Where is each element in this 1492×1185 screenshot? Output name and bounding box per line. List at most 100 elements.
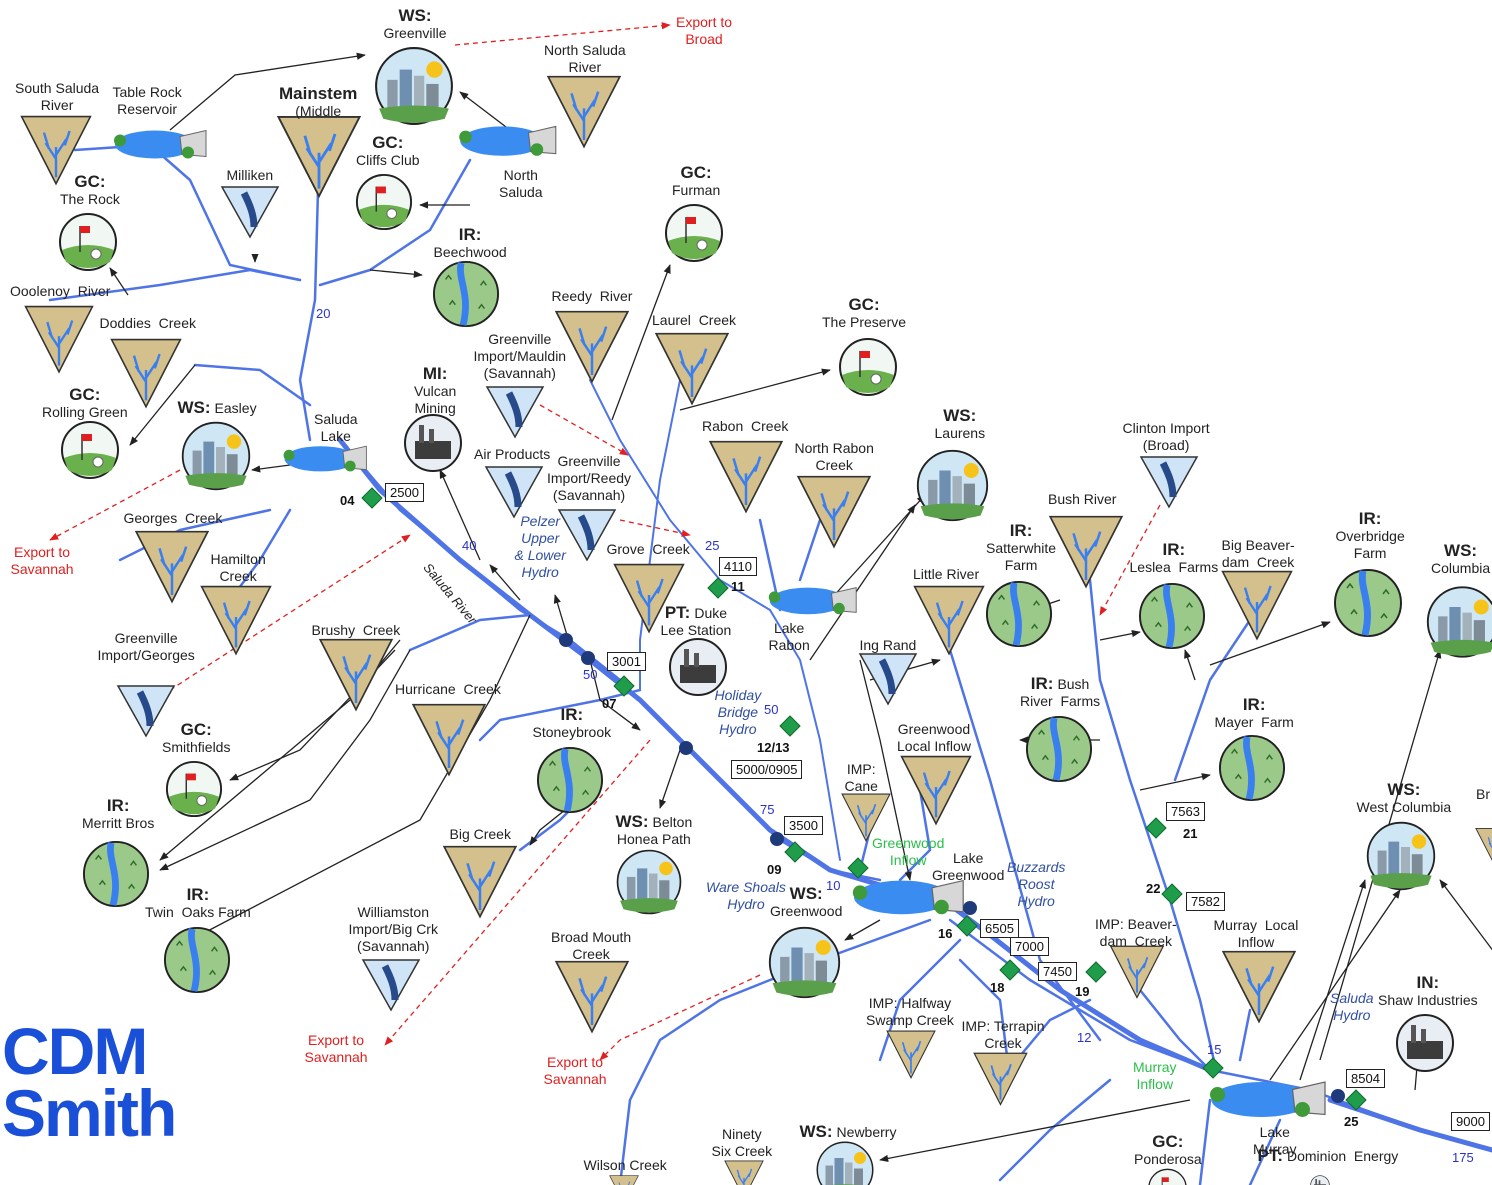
label-type: GC: [180, 720, 212, 739]
label-text: IMP: Halfway Swamp Creek [866, 995, 954, 1028]
label-lake-murray: Lake Murray [1253, 1124, 1297, 1158]
label-text: Bush River Farms [1020, 676, 1101, 709]
label-type: IR: [1358, 509, 1382, 528]
label-text: Twin Oaks Farm [145, 904, 251, 920]
node-number: 04 [340, 493, 355, 508]
label-text: Saluda Lake [314, 411, 358, 444]
label-ir-mayer: IR:Mayer Farm [1215, 695, 1294, 731]
label-text: Greenville Import/Reedy (Savannah) [547, 453, 632, 503]
label-type: GC: [372, 133, 404, 152]
label-ir-twin-oaks: IR:Twin Oaks Farm [145, 885, 251, 921]
label-type: IR: [560, 705, 584, 724]
label-ws-west-columbia: WS:West Columbia [1357, 780, 1452, 816]
label-text: Clinton Import (Broad) [1122, 420, 1210, 453]
label-north-rabon: North Rabon Creek [795, 440, 874, 474]
label-text: Export to Savannah [10, 544, 74, 577]
node-number: 22 [1146, 881, 1161, 896]
label-saluda-hydro: Saluda Hydro [1330, 990, 1374, 1024]
label-ir-stoneybrook: IR:Stoneybrook [533, 705, 612, 741]
label-pelzer: Pelzer Upper & Lower Hydro [515, 513, 566, 581]
label-text: The Rock [60, 191, 120, 207]
label-air-products: Air Products [474, 446, 550, 463]
gauge-id-box: 8504 [1346, 1069, 1385, 1088]
label-greenwood-inflow: Greenwood Inflow [872, 835, 944, 869]
label-text: Export to Savannah [304, 1032, 368, 1065]
node-number: 12/13 [757, 740, 790, 755]
segment-number: 50 [764, 702, 779, 717]
gauge-id-box: 4110 [719, 557, 757, 576]
label-text: Reedy River [551, 288, 633, 304]
label-mainstem: Mainstem(Middle [279, 84, 357, 120]
label-ninety-six: Ninety Six Creek [712, 1126, 773, 1160]
label-text: Doddies Creek [99, 315, 197, 331]
label-type: GC: [680, 163, 712, 182]
label-georges-creek: Georges Creek [124, 510, 223, 527]
label-bush-river: Bush River [1048, 491, 1116, 508]
label-text: Greenwood [770, 903, 843, 919]
label-text: Williamston Import/Big Crk (Savannah) [348, 904, 438, 954]
segment-number: 50 [583, 667, 598, 682]
label-text: Easley [214, 400, 257, 416]
hydro-dams [559, 633, 1345, 1103]
label-greenwood-local: Greenwood Local Inflow [897, 721, 971, 755]
label-greenville-reedy: Greenville Import/Reedy (Savannah) [547, 453, 631, 504]
label-type: IR: [1162, 540, 1186, 559]
label-text: Rabon Creek [702, 418, 789, 434]
label-north-saluda-river: North Saluda River [544, 42, 626, 76]
label-gc-smithfields: GC:Smithfields [162, 720, 230, 756]
label-lake-greenwood: Lake Greenwood [932, 850, 1004, 884]
label-grove-creek: Grove Creek [607, 541, 690, 558]
label-type: WS: [615, 812, 649, 831]
label-type: WS: [1387, 780, 1421, 799]
label-big-beaverdam: Big Beaver- dam Creek [1222, 537, 1295, 571]
logo-line-1: CDM [2, 1014, 148, 1088]
gauge-id-box: 7563 [1166, 802, 1205, 821]
label-text: Export to Broad [676, 14, 733, 47]
label-type: GC: [74, 172, 106, 191]
cdm-smith-logo: CDM Smith [2, 1014, 177, 1146]
label-text: Satterwhite Farm [986, 540, 1057, 573]
label-text: Cliffs Club [356, 152, 420, 168]
label-text: Beechwood [433, 244, 507, 260]
label-text: Columbia [1431, 560, 1491, 576]
label-table-rock: Table Rock Reservoir [113, 84, 182, 118]
gauge-id-box: 7450 [1038, 962, 1077, 981]
node-number: 18 [990, 980, 1005, 995]
label-text: Ninety Six Creek [711, 1126, 773, 1159]
label-text: The Preserve [822, 314, 907, 330]
label-text: Ing Rand [859, 637, 917, 653]
gauge-id-box: 3500 [784, 816, 823, 835]
label-text: Ooolenoy River [10, 283, 111, 299]
label-buzzards-roost: Buzzards Roost Hydro [1007, 859, 1065, 910]
segment-number: 10 [826, 878, 841, 893]
label-doddies: Doddies Creek [100, 315, 197, 332]
label-text: Wilson Creek [583, 1157, 667, 1173]
label-text: Leslea Farms [1129, 559, 1219, 575]
label-type: Mainstem [279, 84, 358, 103]
label-milliken: Milliken [227, 167, 274, 184]
label-type: IR: [458, 225, 482, 244]
label-text: Greenwood Local Inflow [897, 721, 971, 754]
label-text: Buzzards Roost Hydro [1007, 859, 1066, 909]
label-text: Merritt Bros [82, 815, 155, 831]
node-number: 09 [767, 862, 782, 877]
segment-number: 25 [705, 538, 720, 553]
label-ir-beechwood: IR:Beechwood [434, 225, 507, 261]
label-text: Lake Greenwood [932, 850, 1005, 883]
label-text: Smithfields [162, 739, 231, 755]
node-number: 19 [1075, 984, 1090, 999]
label-text: Br [1476, 786, 1490, 802]
label-gc-ponderosa: GC:Ponderosa [1134, 1132, 1202, 1168]
label-text: Vulcan Mining [414, 383, 457, 416]
label-text: Big Creek [449, 826, 511, 842]
node-number: 07 [602, 696, 617, 711]
label-text: Newberry [836, 1124, 897, 1140]
label-text: West Columbia [1356, 799, 1452, 815]
label-ws-greenville: WS:Greenville [384, 6, 447, 42]
label-text: North Saluda [499, 167, 543, 200]
label-type: GC: [69, 385, 101, 404]
label-ws-belton: WS:Belton Honea Path [616, 812, 693, 848]
label-ws-newberry: WS:Newberry [800, 1122, 897, 1141]
label-ws-greenwood: WS:Greenwood [770, 884, 842, 920]
